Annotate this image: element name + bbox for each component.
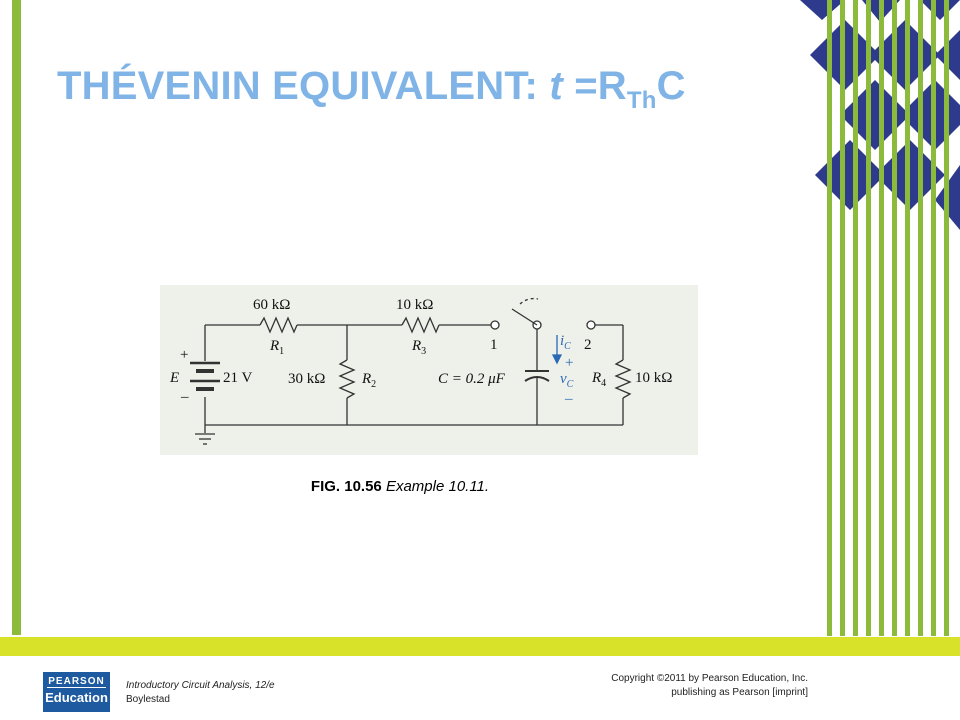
title-tail: C [656,64,686,108]
r3-name-label: R3 [411,338,426,357]
r3-value-label: 10 kΩ [396,297,433,313]
voltage-plus-sign: + [565,355,573,371]
book-title: Introductory Circuit Analysis, 12/e [126,680,275,691]
source-name-label: E [169,370,179,386]
logo-line-2: Education [45,690,108,705]
figure-caption: FIG. 10.56 Example 10.11. [0,478,800,495]
voltage-label: vC [560,371,574,390]
r1-name-label: R1 [269,338,284,357]
r1-value-label: 60 kΩ [253,297,290,313]
vertical-stripes [827,0,949,636]
book-info: Introductory Circuit Analysis, 12/e Boyl… [126,679,275,707]
current-label: iC [560,333,571,352]
left-accent-bar [12,0,21,635]
r4-name-label: R4 [591,370,606,389]
title-equals: =R [562,64,627,108]
book-author: Boylestad [126,694,170,705]
copyright-line-1: Copyright ©2011 by Pearson Education, In… [611,673,808,684]
logo-line-1: PEARSON [47,672,106,688]
title-tau: t [549,64,563,108]
switch-position-2: 2 [584,337,592,353]
slide-title: THÉVENIN EQUIVALENT: t =RThC [57,64,686,115]
source-value-label: 21 V [223,370,252,386]
source-minus-sign: – [180,389,189,405]
caption-description: Example 10.11. [381,478,490,495]
voltage-minus-sign: – [564,391,573,407]
source-plus-sign: + [180,347,188,363]
figure-panel [160,285,698,455]
pearson-logo: PEARSON Education [43,672,110,712]
footer-accent-bar [0,637,960,656]
r2-value-label: 30 kΩ [288,371,325,387]
copyright-notice: Copyright ©2011 by Pearson Education, In… [611,672,808,700]
circuit-diagram: 60 kΩ R1 10 kΩ R3 30 kΩ R2 10 kΩ R4 E 21… [169,297,672,445]
r4-value-label: 10 kΩ [635,370,672,386]
switch-position-1: 1 [490,337,498,353]
title-main: THÉVENIN EQUIVALENT: [57,64,539,108]
copyright-line-2: publishing as Pearson [imprint] [671,687,808,698]
r2-name-label: R2 [361,371,376,390]
title-subscript: Th [626,87,657,114]
capacitor-label: C = 0.2 μF [438,371,506,387]
caption-figure-number: FIG. 10.56 [310,478,382,495]
decorative-pattern [800,0,960,636]
